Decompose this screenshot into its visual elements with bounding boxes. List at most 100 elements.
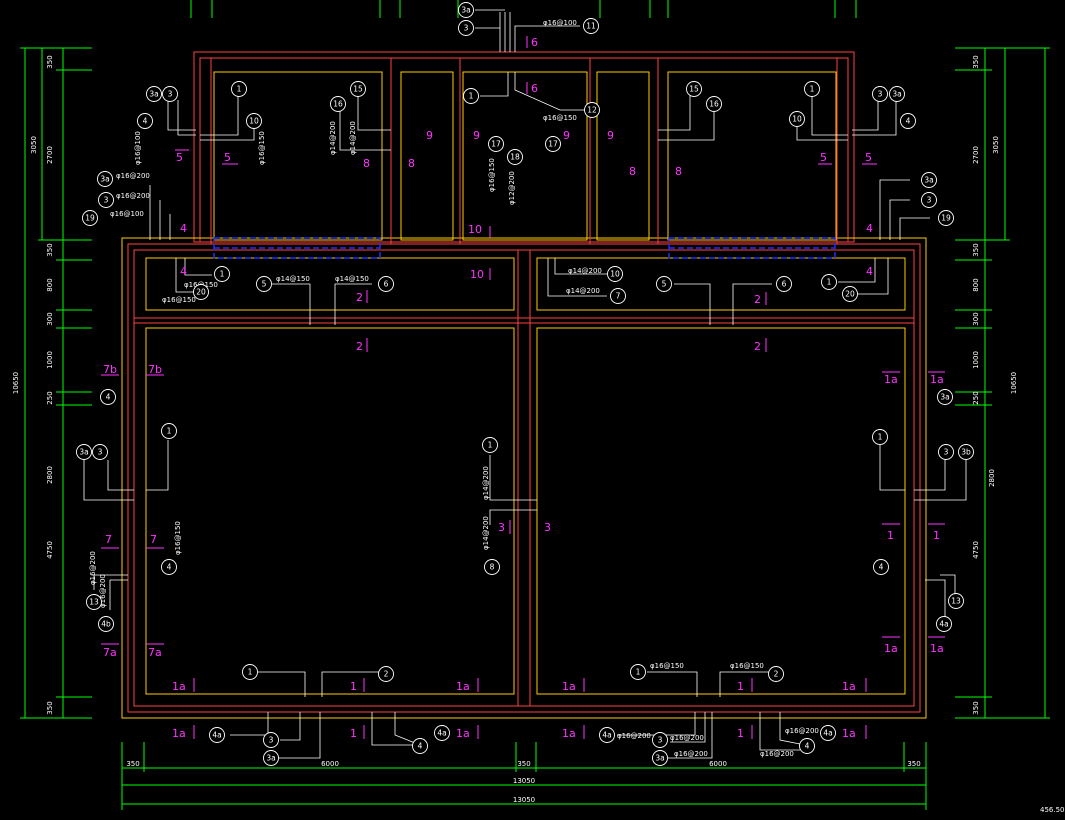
- bar-number-bubble: 4: [799, 738, 815, 754]
- bubble-label: 13: [951, 597, 961, 606]
- bubble-circle: [900, 113, 916, 129]
- bar-mark-4: 4: [866, 265, 873, 278]
- bubble-circle: [92, 444, 108, 460]
- bar-mark-1: 1: [350, 727, 357, 740]
- bar-number-bubble: 10: [789, 111, 805, 127]
- callout-phi16-150: φ16@150: [162, 296, 196, 304]
- bubble-label: 4: [906, 117, 911, 126]
- dim-right-4750: 4750: [972, 541, 980, 559]
- bubble-circle: [821, 274, 837, 290]
- bar-number-bubble: 1: [804, 81, 820, 97]
- bar-number-bubble: 6: [776, 276, 792, 292]
- bar-mark-5: 5: [820, 151, 827, 164]
- bubble-circle: [263, 732, 279, 748]
- bar-mark-7a: 7a: [148, 646, 162, 659]
- bubble-circle: [921, 192, 937, 208]
- bubble-circle: [958, 444, 974, 460]
- bar-mark-10: 10: [470, 268, 484, 281]
- callout-phi14-200: φ14@200: [349, 121, 357, 155]
- bubble-circle: [872, 86, 888, 102]
- bar-mark-1a: 1a: [930, 373, 944, 386]
- bubble-circle: [350, 81, 366, 97]
- bar-mark-5: 5: [176, 151, 183, 164]
- dim-left-2700: 2700: [46, 146, 54, 164]
- bubble-label: 1: [167, 427, 172, 436]
- bubble-label: 3a: [924, 176, 933, 185]
- dim-right-350-bot: 350: [972, 701, 980, 714]
- bar-mark-1: 1: [887, 529, 894, 542]
- bar-mark-7b: 7b: [148, 363, 162, 376]
- bar-mark-1a: 1a: [172, 680, 186, 693]
- bubble-circle: [137, 113, 153, 129]
- bubble-label: 3a: [266, 754, 275, 763]
- bar-number-bubble: 3: [938, 444, 954, 460]
- bubble-circle: [842, 286, 858, 302]
- bubble-circle: [706, 96, 722, 112]
- bar-number-bubble: 5: [656, 276, 672, 292]
- bar-number-bubble: 3a: [652, 750, 668, 766]
- dimension-texts: 350 2700 3050 350 800 300 1000 250 2800 …: [12, 55, 1065, 814]
- bubble-circle: [458, 20, 474, 36]
- bubble-circle: [86, 594, 102, 610]
- bar-number-bubble: 3: [263, 732, 279, 748]
- bar-mark-4: 4: [180, 222, 187, 235]
- bar-number-bubble: 19: [938, 210, 954, 226]
- bar-number-bubble: 1: [630, 664, 646, 680]
- bar-number-bubble: 3a: [97, 171, 113, 187]
- dim-left-350-top: 350: [46, 55, 54, 68]
- dim-bottom-350-b: 350: [517, 760, 530, 768]
- callout-phi16-200: φ16@200: [99, 574, 107, 608]
- bar-number-bubble: 4b: [98, 616, 114, 632]
- bubble-label: 3: [168, 90, 173, 99]
- bar-number-bubble: 4a: [936, 616, 952, 632]
- bubble-label: 4a: [823, 729, 832, 738]
- bubble-label: 19: [85, 214, 95, 223]
- bubble-circle: [146, 86, 162, 102]
- dim-bottom-overall-1: 13050: [513, 777, 535, 785]
- dim-left-3050: 3050: [30, 136, 38, 154]
- bubble-label: 5: [262, 280, 267, 289]
- bubble-circle: [242, 664, 258, 680]
- bar-mark-1a: 1a: [562, 727, 576, 740]
- bubble-label: 2: [384, 670, 389, 679]
- bar-mark-7b: 7b: [103, 363, 117, 376]
- bar-number-bubble: 5: [256, 276, 272, 292]
- bar-mark-1a: 1a: [842, 727, 856, 740]
- bubble-circle: [214, 266, 230, 282]
- bubble-circle: [263, 750, 279, 766]
- bubble-label: 3b: [961, 448, 971, 457]
- bar-mark-7a: 7a: [103, 646, 117, 659]
- bubble-label: 3: [104, 196, 109, 205]
- bar-number-bubble: 15: [686, 81, 702, 97]
- bubble-circle: [686, 81, 702, 97]
- bar-number-bubble: 19: [82, 210, 98, 226]
- dim-left-overall: 10650: [12, 372, 20, 394]
- dim-left-300: 300: [46, 312, 54, 325]
- bubble-circle: [256, 276, 272, 292]
- bar-mark-4: 4: [180, 265, 187, 278]
- bar-number-bubble: 4: [100, 389, 116, 405]
- bubble-circle: [82, 210, 98, 226]
- bar-number-bubble: 3a: [889, 86, 905, 102]
- bubble-circle: [584, 102, 600, 118]
- dim-bottom-6000-a: 6000: [321, 760, 339, 768]
- bar-number-bubble: 18: [507, 149, 523, 165]
- bubble-label: 6: [384, 280, 389, 289]
- bubble-circle: [330, 96, 346, 112]
- bubble-circle: [583, 18, 599, 34]
- bar-mark-6: 6: [531, 36, 538, 49]
- bubble-circle: [545, 136, 561, 152]
- bar-number-bubble: 15: [350, 81, 366, 97]
- rebar-callouts: φ16@100 φ16@150 φ16@100 φ16@150 φ14@200 …: [89, 19, 819, 758]
- bar-number-bubble: 17: [488, 136, 504, 152]
- bubble-circle: [776, 276, 792, 292]
- bubble-label: 3a: [100, 175, 109, 184]
- bubble-label: 17: [548, 140, 558, 149]
- bar-mark-9: 9: [473, 129, 480, 142]
- bubble-circle: [98, 192, 114, 208]
- dim-left-4750: 4750: [46, 541, 54, 559]
- bubble-label: 3: [878, 90, 883, 99]
- callout-phi16-150: φ16@150: [174, 521, 182, 555]
- bar-number-bubble: 4a: [820, 725, 836, 741]
- bar-mark-9: 9: [563, 129, 570, 142]
